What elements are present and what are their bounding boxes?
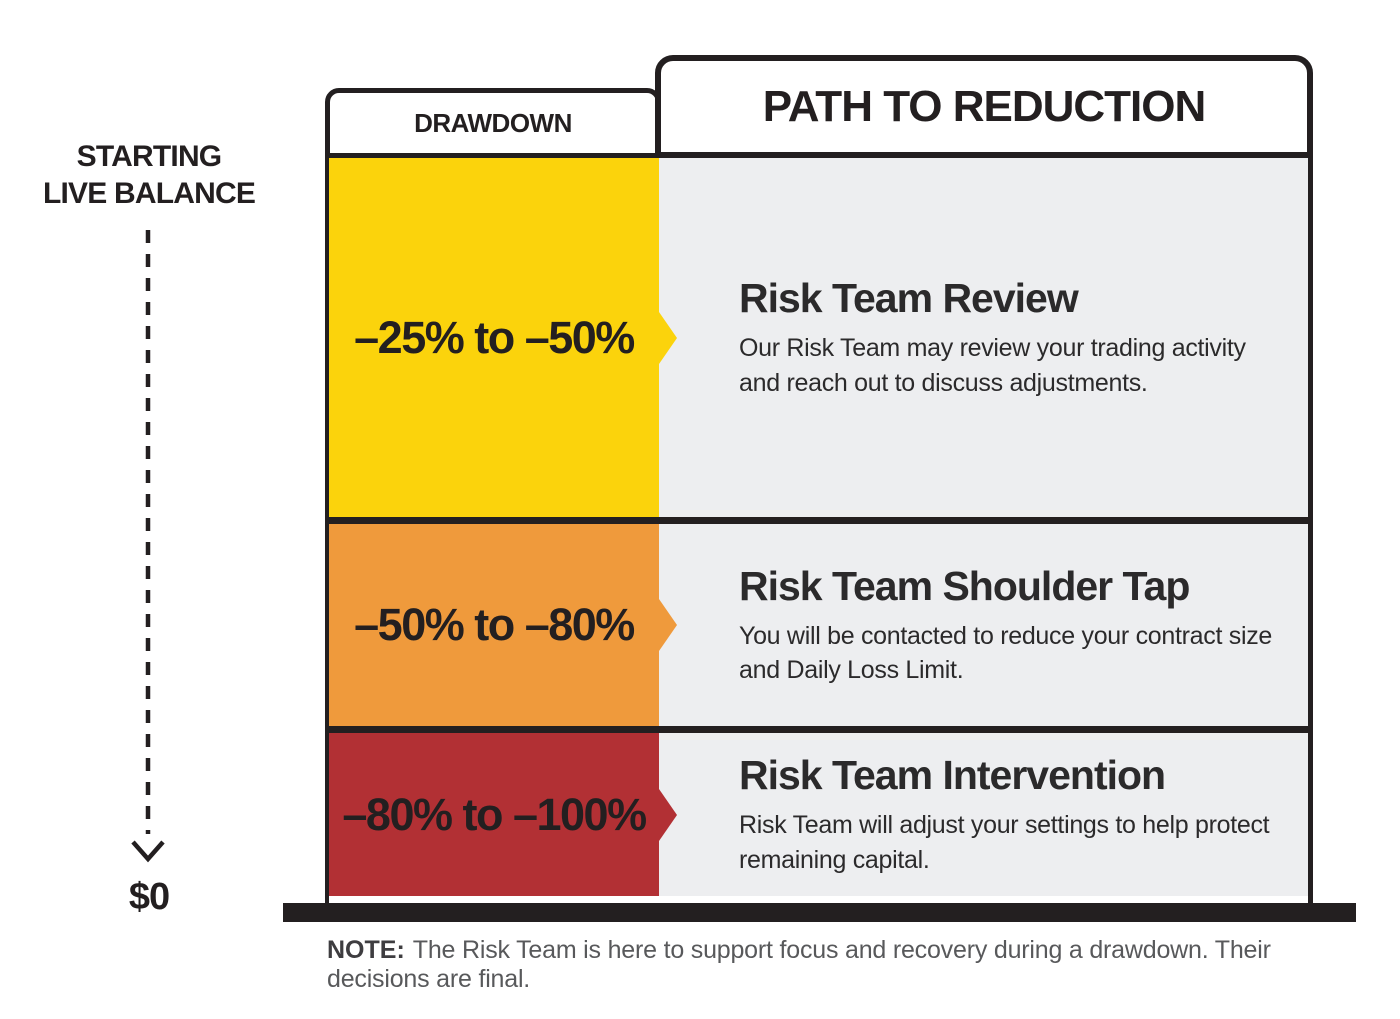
path-header-label: PATH TO REDUCTION [762,81,1207,131]
starting-live-balance-label: STARTING LIVE BALANCE [28,139,270,212]
drawdown-range-label: –80% to –100% [342,788,647,840]
drawdown-header-label: DRAWDOWN [414,107,572,138]
drawdown-range-cell: –25% to –50% [329,158,659,517]
note-label: NOTE: [327,936,405,964]
path-cell: Risk Team Shoulder Tap You will be conta… [659,524,1308,726]
row-title: Risk Team Review [739,275,1079,321]
row-description: You will be contacted to reduce your con… [739,621,1272,685]
table-row-review: –25% to –50% Risk Team Review Our Risk T… [329,158,1308,524]
drawdown-table-body: –25% to –50% Risk Team Review Our Risk T… [325,158,1313,903]
starting-label-line1: STARTING [76,140,223,173]
zero-balance-label: $0 [128,876,170,918]
footer-note: NOTE:The Risk Team is here to support fo… [327,936,1327,994]
drawdown-range-cell: –80% to –100% [329,733,659,896]
row-description: Our Risk Team may review your trading ac… [739,334,1246,397]
zero-baseline-bar [283,903,1356,922]
row-description: Risk Team will adjust your settings to h… [739,811,1270,874]
table-row-intervention: –80% to –100% Risk Team Intervention Ris… [329,733,1308,896]
starting-label-line2: LIVE BALANCE [42,176,256,210]
note-text: The Risk Team is here to support focus a… [327,936,1271,993]
path-cell: Risk Team Review Our Risk Team may revie… [659,158,1308,517]
table-row-shoulder-tap: –50% to –80% Risk Team Shoulder Tap You … [329,524,1308,733]
row-title: Risk Team Shoulder Tap [739,562,1190,609]
path-cell: Risk Team Intervention Risk Team will ad… [659,733,1308,896]
column-header-drawdown: DRAWDOWN [325,88,661,158]
dashed-down-arrow-icon [131,230,165,863]
row-title: Risk Team Intervention [739,752,1166,798]
drawdown-range-cell: –50% to –80% [329,524,659,726]
drawdown-range-label: –50% to –80% [354,599,635,650]
drawdown-range-label: –25% to –50% [354,311,635,363]
column-header-path-to-reduction: PATH TO REDUCTION [655,55,1313,158]
